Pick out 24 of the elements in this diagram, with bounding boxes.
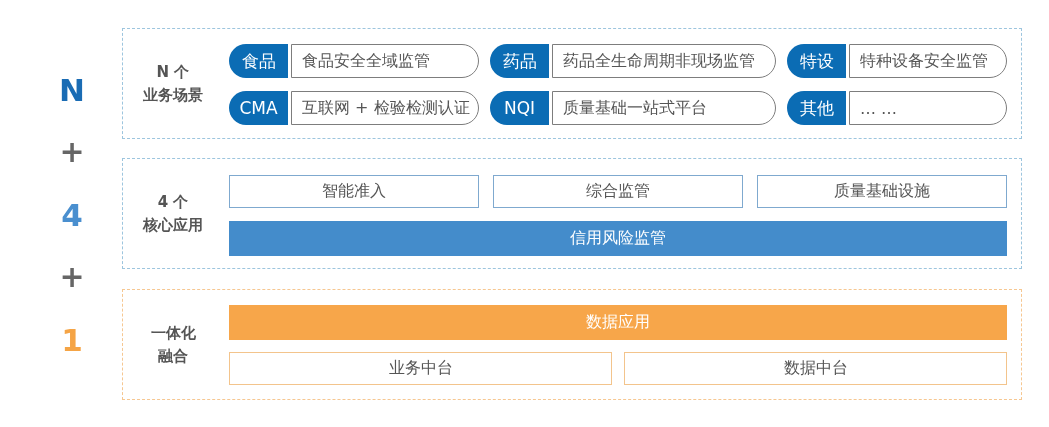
number-label: 4 [60, 199, 84, 231]
category-tag: 其他 [787, 91, 846, 125]
category-tag: NQI [490, 91, 549, 125]
category-tag: 特设 [787, 44, 846, 78]
category-tag: CMA [229, 91, 288, 125]
plus-sign: + [58, 137, 86, 167]
section-heading: 一体化融合 [150, 322, 196, 367]
highlight-bar: 信用风险监管 [229, 221, 1007, 256]
letter-label: N [58, 74, 86, 106]
application-card: 质量基础设施 [757, 175, 1007, 208]
application-card: 综合监管 [493, 175, 743, 208]
highlight-bar: 数据应用 [229, 305, 1007, 340]
section-panel [122, 289, 1022, 400]
number-label: 1 [60, 324, 84, 356]
section-panel [122, 158, 1022, 269]
section-panel [122, 28, 1022, 139]
application-card: 智能准入 [229, 175, 479, 208]
section-heading: N 个业务场景 [143, 61, 203, 106]
section-heading: 4 个核心应用 [143, 191, 203, 236]
category-tag: 药品 [490, 44, 549, 78]
application-card: 业务中台 [229, 352, 612, 385]
plus-sign: + [58, 262, 86, 292]
category-tag: 食品 [229, 44, 288, 78]
application-card: 数据中台 [624, 352, 1007, 385]
